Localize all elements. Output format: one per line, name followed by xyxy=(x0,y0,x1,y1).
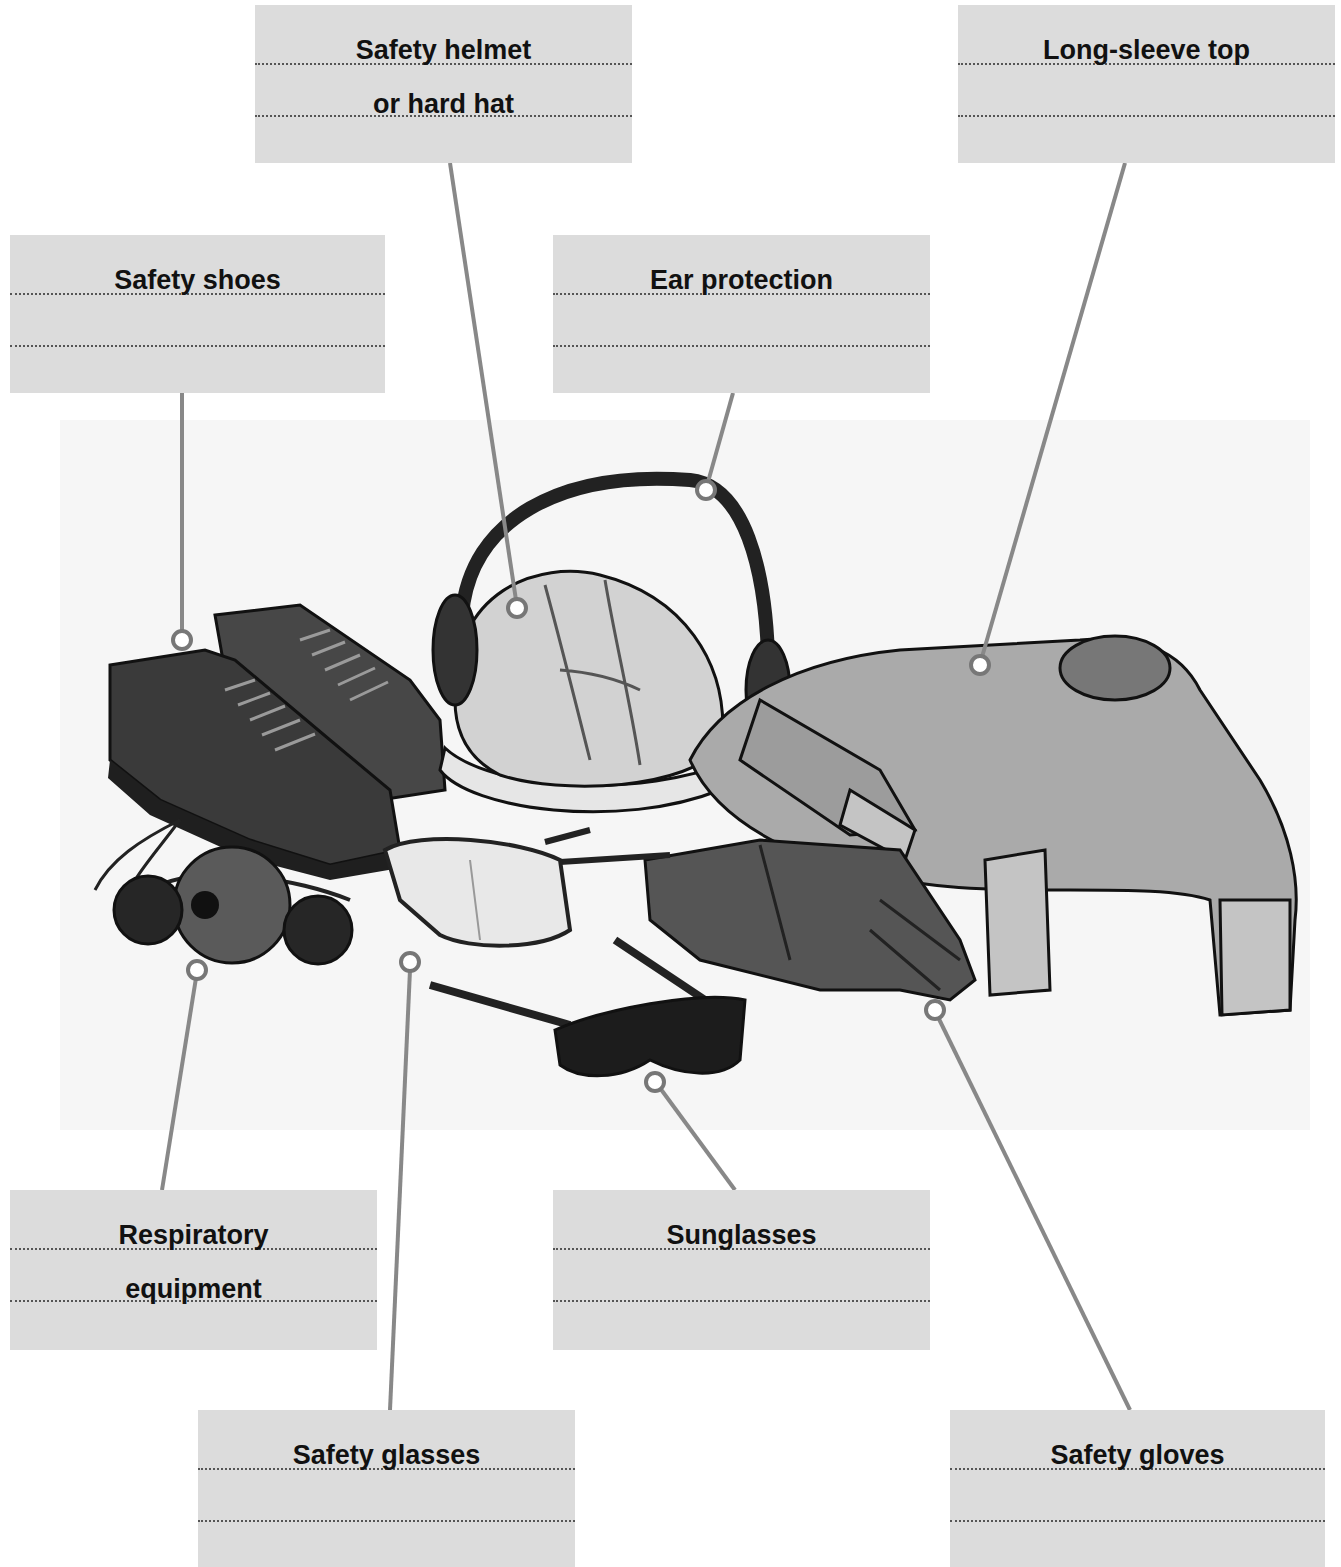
helmet xyxy=(455,571,723,786)
label-box: Long-sleeve top xyxy=(958,5,1335,163)
ear-cup xyxy=(433,595,477,705)
helmet-ridges xyxy=(545,580,640,765)
leader-dot xyxy=(971,656,989,674)
filter xyxy=(114,876,182,944)
dotted-rule xyxy=(958,115,1335,117)
dotted-rule xyxy=(950,1520,1325,1522)
cuff xyxy=(985,850,1050,995)
label-text: Respiratory equipment xyxy=(94,1208,294,1316)
label-box: Safety gloves xyxy=(950,1410,1325,1567)
lens-divide xyxy=(470,860,480,940)
label-text: Safety helmet or hard hat xyxy=(349,23,539,131)
label-text: Long-sleeve top xyxy=(1043,23,1250,77)
valve xyxy=(191,891,219,919)
leader-dot xyxy=(697,481,715,499)
label-box: Safety shoes xyxy=(10,235,385,393)
leader-line xyxy=(390,970,410,1410)
label-text: Safety glasses xyxy=(293,1428,481,1482)
dotted-rule xyxy=(553,1300,930,1302)
label-box: Respiratory equipment xyxy=(10,1190,377,1350)
label-box: Safety helmet or hard hat xyxy=(255,5,632,163)
dotted-rule xyxy=(553,345,930,347)
glove-seams xyxy=(760,845,960,990)
leader-line xyxy=(660,1088,735,1190)
glove xyxy=(645,840,975,1000)
label-text: Safety shoes xyxy=(114,253,281,307)
headband xyxy=(462,479,768,655)
label-box: Sunglasses xyxy=(553,1190,930,1350)
dotted-rule xyxy=(198,1520,575,1522)
leader-line xyxy=(450,163,516,600)
temple xyxy=(545,830,670,862)
sunglasses xyxy=(555,997,745,1075)
label-text: Ear protection xyxy=(650,253,833,307)
laces xyxy=(300,630,388,700)
label-box: Ear protection xyxy=(553,235,930,393)
collar xyxy=(1060,636,1170,700)
leader-line xyxy=(982,163,1125,657)
leader-dot xyxy=(173,631,191,649)
leader-dot xyxy=(188,961,206,979)
leader-dot xyxy=(401,953,419,971)
leader-line xyxy=(938,1017,1130,1410)
label-text: Sunglasses xyxy=(666,1208,816,1262)
safety-glasses xyxy=(385,839,570,946)
filter xyxy=(284,896,352,964)
leader-line xyxy=(162,978,196,1190)
leader-dot xyxy=(508,599,526,617)
leader-line xyxy=(180,393,184,632)
label-box: Safety glasses xyxy=(198,1410,575,1567)
mask xyxy=(174,847,290,963)
backdrop xyxy=(60,420,1310,1130)
cuff xyxy=(1220,900,1290,1015)
leader-dot xyxy=(926,1001,944,1019)
dotted-rule xyxy=(10,345,385,347)
leader-line xyxy=(708,393,733,482)
label-text: Safety gloves xyxy=(1050,1428,1224,1482)
leader-dots xyxy=(173,481,989,1091)
laces xyxy=(225,680,315,750)
leader-dot xyxy=(646,1073,664,1091)
